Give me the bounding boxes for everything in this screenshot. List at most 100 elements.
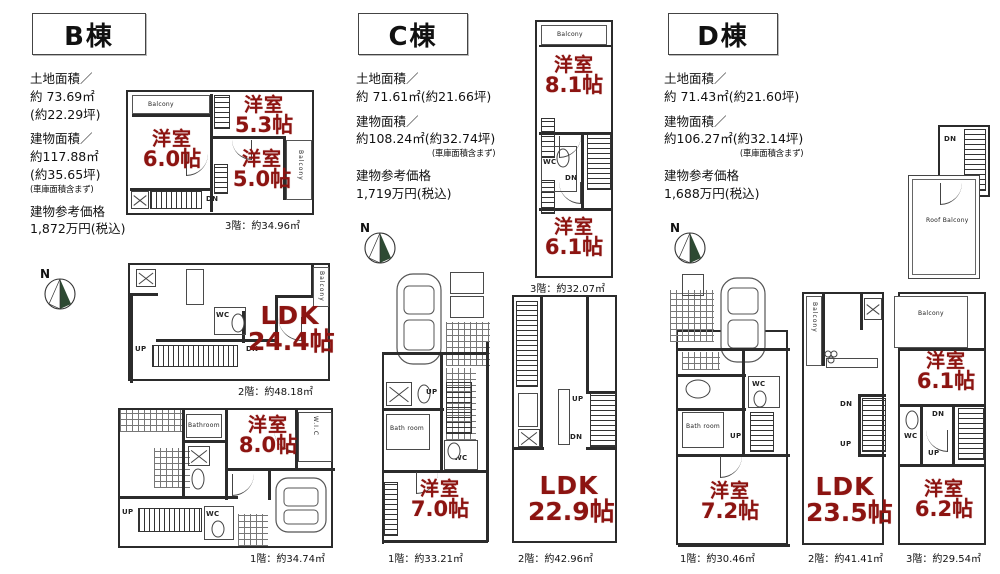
door-swing — [559, 136, 581, 158]
room-label: 洋室 8.0帖 — [238, 414, 298, 458]
price-label-b: 建物参考価格 — [30, 203, 106, 219]
building-area-label-c: 建物面積／ — [356, 113, 419, 129]
car-icon — [396, 273, 442, 365]
window — [518, 429, 540, 447]
compass-icon-c — [364, 232, 396, 264]
price-label-d: 建物参考価格 — [664, 168, 740, 184]
land-area-value-c: 約 71.61㎡(約21.66坪) — [356, 88, 492, 104]
floor-area-caption: 2階：約42.96㎡ — [518, 554, 593, 565]
staircase — [150, 191, 202, 209]
building-area-label-b: 建物面積／ — [30, 131, 93, 147]
garage-note-d: (車庫面積含まず) — [739, 149, 804, 159]
bathroom — [186, 414, 222, 438]
wc-label: WC — [752, 380, 766, 388]
plan-c-1f: Bath room UP WC 洋室 7.0帖 — [382, 272, 490, 544]
price-value-b: 1,872万円(税込) — [30, 221, 126, 237]
door-swing — [232, 474, 254, 496]
staircase — [446, 382, 472, 434]
door-swing — [720, 456, 742, 478]
balcony-area — [132, 95, 210, 114]
up-label: UP — [572, 395, 584, 403]
sink-icon — [191, 468, 205, 490]
wc-room — [214, 307, 246, 335]
car-icon — [720, 277, 766, 363]
bath-label: Bath room — [686, 423, 721, 430]
plan-d-2f: Balcony DN UP LDK 23.5帖 — [802, 292, 893, 545]
price-value-c: 1,719万円(税込) — [356, 185, 452, 201]
compass-north-label-b: N — [40, 267, 51, 281]
plan-b-2f: Balcony WC UP DN LDK 24.4帖 — [128, 263, 335, 383]
bathroom-label: Bathroom — [188, 422, 220, 429]
dn-label: DN — [570, 433, 583, 441]
wc-room — [748, 376, 780, 408]
room-label: 洋室 5.0帖 — [232, 148, 292, 192]
up-label: UP — [928, 449, 940, 457]
room-label: 洋室 6.2帖 — [914, 478, 974, 522]
entry-tile — [682, 352, 720, 370]
room-label: 洋室 6.1帖 — [544, 216, 604, 260]
wc-label: WC — [206, 510, 220, 518]
wc-label: WC — [216, 311, 230, 319]
land-area-value-b: 約 73.69㎡ — [30, 88, 95, 104]
plan-c-3f: Balcony WC DN 洋室 8.1帖 洋室 6.1帖 — [535, 20, 613, 278]
closet — [214, 95, 230, 129]
walk-in-closet — [298, 412, 332, 462]
door-swing — [559, 182, 581, 204]
plan-d-1f: Bath room WC UP 洋室 7.2帖 — [670, 274, 790, 547]
building-title-d: D棟 — [668, 13, 778, 55]
wc-room — [444, 440, 478, 470]
building-title-c: C棟 — [358, 13, 468, 55]
floor-area-caption: 1階：約30.46㎡ — [680, 554, 755, 565]
sink-icon — [417, 384, 431, 404]
compass-icon-d — [674, 232, 706, 264]
entry-tile — [120, 410, 182, 432]
bath-room — [682, 412, 724, 448]
room-label: 洋室 7.2帖 — [700, 480, 760, 524]
land-area-label-b: 土地面積／ — [30, 71, 93, 86]
garage-note-c: (車庫面積含まず) — [431, 149, 496, 159]
roof-balcony-label: Roof Balcony — [926, 217, 969, 224]
balcony-label: Balcony — [318, 271, 325, 302]
room-label: LDK 22.9帖 — [528, 471, 615, 526]
room-label: 洋室 7.0帖 — [410, 478, 470, 522]
building-area-value-b: 約117.88㎡ — [30, 149, 99, 164]
staircase — [138, 508, 202, 532]
closet — [384, 482, 398, 536]
toilet-icon — [211, 520, 225, 538]
floor-area-caption: 2階：約48.18㎡ — [238, 387, 313, 398]
washer — [188, 446, 210, 466]
window — [386, 382, 412, 406]
up-label: UP — [840, 440, 852, 448]
floor-area-caption: 3階：約32.07㎡ — [530, 284, 605, 295]
toilet-icon — [905, 410, 919, 430]
spec-block-b: 土地面積／ 約 73.69㎡ (約22.29坪) 建物面積／ 約117.88㎡ … — [30, 70, 126, 238]
entry-tile — [446, 322, 490, 366]
staircase — [590, 393, 616, 447]
up-label: UP — [730, 432, 742, 440]
balcony-area — [286, 140, 312, 200]
bath-room — [386, 414, 430, 450]
wc-label: WC — [543, 158, 557, 166]
wc-label: WC — [904, 432, 918, 440]
dn-label: DN — [932, 410, 945, 418]
land-area-label-d: 土地面積／ — [664, 71, 727, 86]
balcony-label: Balcony — [297, 150, 304, 181]
dn-label: DN — [206, 195, 219, 203]
landing — [131, 191, 149, 209]
spec-block-d: 土地面積／ 約 71.43㎡(約21.60坪) 建物面積／ 約106.27㎡(約… — [664, 70, 804, 203]
entry-tile — [238, 514, 268, 546]
toilet-icon — [447, 442, 461, 460]
room-label: 洋室 5.3帖 — [234, 94, 294, 138]
compass-north-label-c: N — [360, 221, 371, 235]
building-title-b: B棟 — [32, 13, 146, 55]
closet — [214, 164, 228, 194]
building-area-value-c: 約108.24㎡(約32.74坪) — [356, 131, 496, 147]
closet — [541, 118, 555, 158]
compass-rose-d: N — [668, 221, 712, 266]
car-icon — [275, 477, 327, 533]
balcony-area — [894, 296, 968, 348]
wc-room — [204, 506, 234, 540]
compass-north-label-d: N — [670, 221, 681, 235]
staircase — [587, 134, 611, 190]
